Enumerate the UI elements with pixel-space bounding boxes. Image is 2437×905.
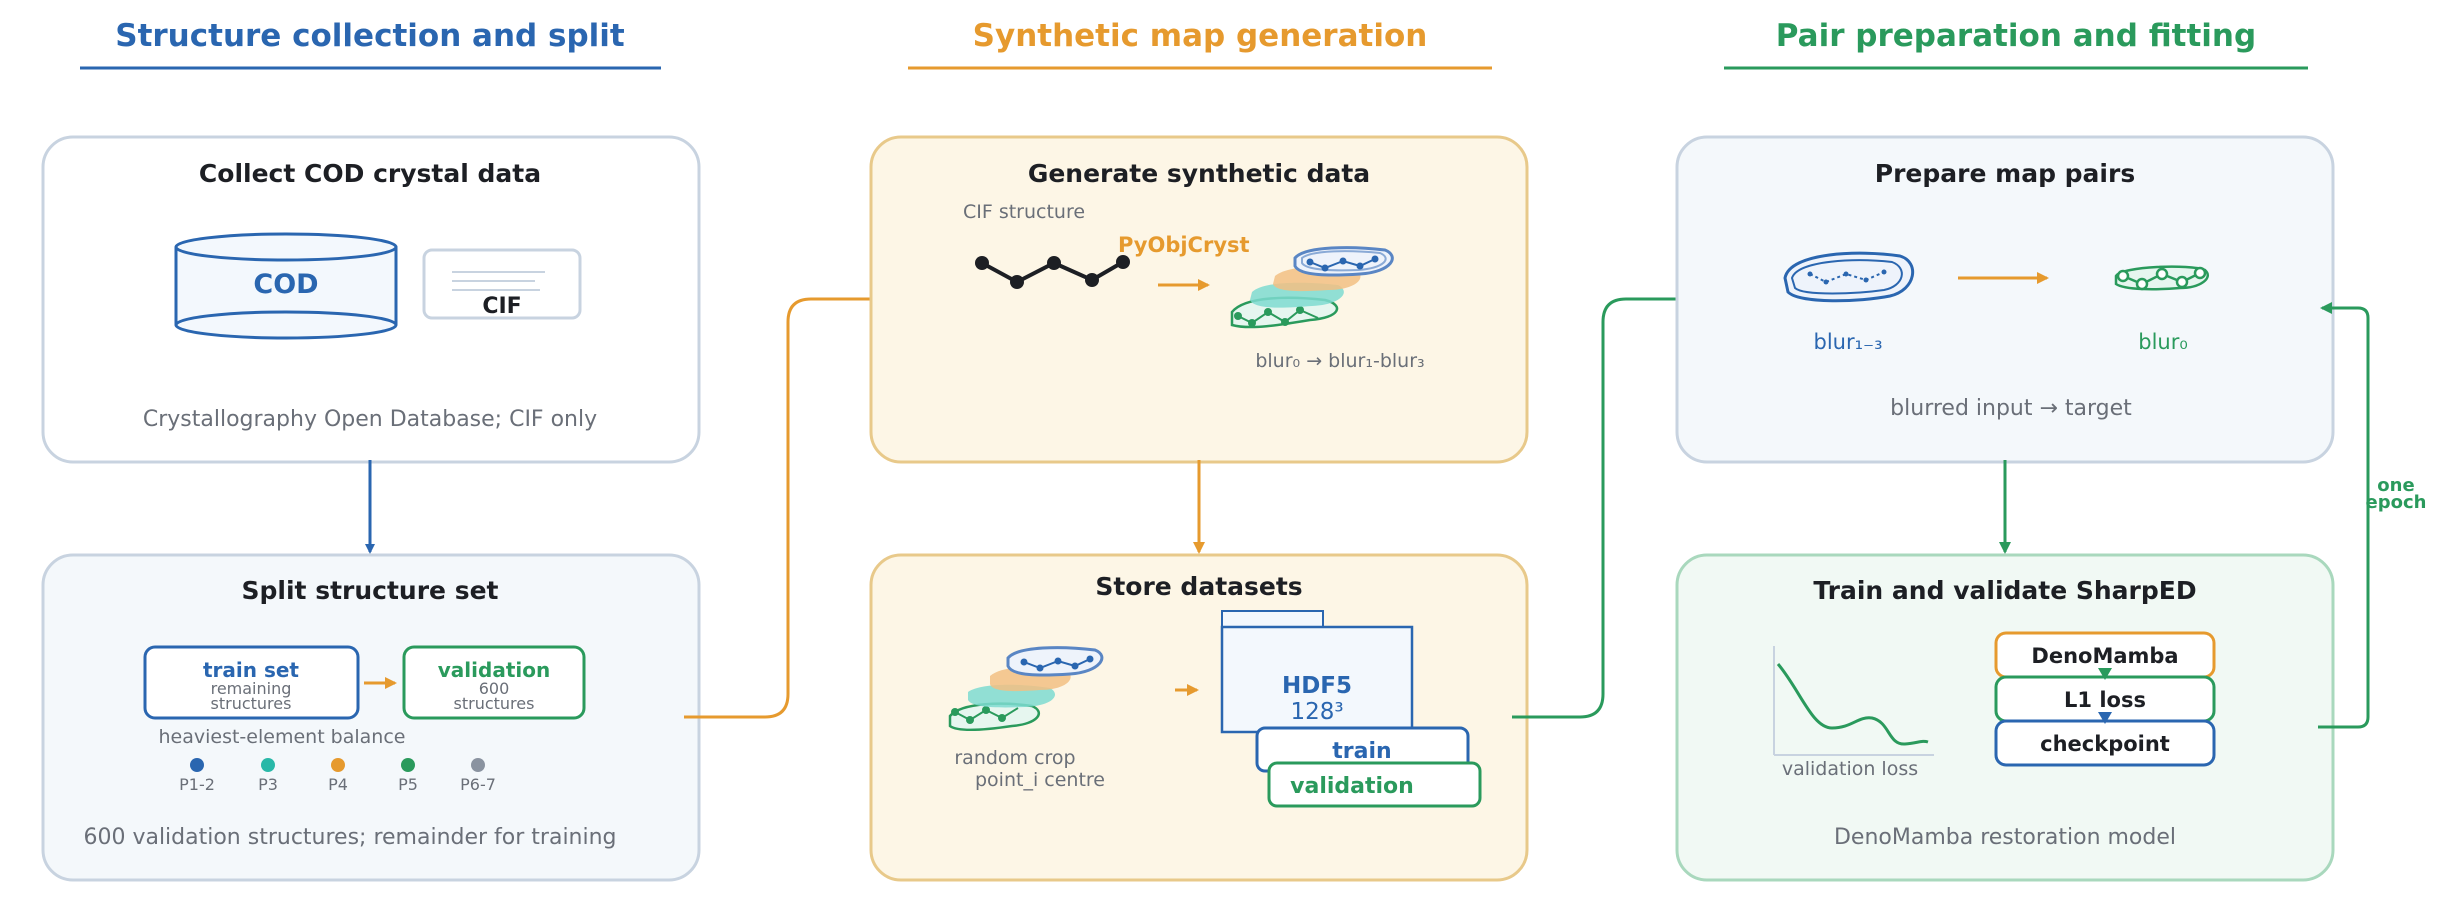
epoch-label-line1: one [2377, 475, 2414, 496]
train-set-line1: remaining [211, 679, 292, 698]
input-label: blur₁₋₃ [1813, 330, 1882, 354]
balance-label: heaviest-element balance [159, 726, 406, 748]
legend-label-p1-2: P1-2 [179, 775, 215, 794]
blur-caption: blur₀ → blur₁-blur₃ [1255, 350, 1424, 372]
hdf5-folder-icon [1220, 610, 1414, 734]
generate-title: Generate synthetic data [1028, 159, 1370, 188]
cif-structure-label: CIF structure [963, 201, 1085, 223]
legend-dot-p1-2 [190, 758, 204, 772]
train-validate-box: Train and validate SharpED validation lo… [1675, 553, 2335, 882]
collect-caption: Crystallography Open Database; CIF only [143, 407, 597, 432]
validation-set-line2: structures [454, 694, 535, 713]
section-title-synthetic: Synthetic map generation [973, 18, 1428, 54]
prepare-box: Prepare map pairs blur₁₋₃ blur₀ blurred … [1675, 135, 2335, 464]
legend-dot-p6-7 [471, 758, 485, 772]
train-dataset-label: train [1332, 739, 1391, 764]
legend-label-p5: P5 [398, 775, 418, 794]
prepare-title: Prepare map pairs [1875, 159, 2135, 188]
split-title: Split structure set [242, 576, 499, 605]
epoch-loop-arrow [2318, 302, 2370, 729]
step-arrow-1 [2098, 668, 2112, 680]
tool-label: PyObjCryst [1118, 233, 1250, 257]
blurred-maps-icon [1230, 246, 1394, 329]
validation-dataset-label: validation [1290, 774, 1414, 799]
target-map-icon [2114, 265, 2209, 291]
validation-set-box [402, 645, 586, 720]
molecule-icon [975, 255, 1130, 289]
blurred-input-icon [1783, 251, 1915, 303]
prepare-caption: blurred input → target [1890, 396, 2132, 421]
generate-box: Generate synthetic data CIF structure Py… [869, 135, 1529, 464]
loss-label: validation loss [1782, 758, 1918, 780]
cif-file-icon [422, 248, 582, 320]
train-set-line2: structures [211, 694, 292, 713]
validation-set-line1: 600 [479, 679, 510, 698]
hdf5-label: HDF5 [1282, 673, 1352, 699]
validation-dataset-box [1267, 761, 1482, 808]
step-checkpoint-label: checkpoint [2040, 732, 2170, 756]
legend-dot-p5 [401, 758, 415, 772]
loss-curve-icon [1773, 646, 1934, 756]
legend-label-p4: P4 [328, 775, 348, 794]
step-arrow-2 [2098, 712, 2112, 724]
train-set-title: train set [203, 658, 299, 682]
legend-dot-p3 [261, 758, 275, 772]
crop-line1: random crop [954, 747, 1075, 769]
section-title-pairs: Pair preparation and fitting [1776, 18, 2256, 54]
volume-size: 128³ [1290, 699, 1343, 725]
section-title-collection: Structure collection and split [115, 18, 625, 54]
collect-title: Collect COD crystal data [199, 159, 541, 188]
crop-line2: point_i centre [975, 769, 1105, 791]
arrow-store-to-prepare [1512, 293, 1690, 719]
legend-label-p6-7: P6-7 [460, 775, 496, 794]
train-validate-caption: DenoMamba restoration model [1834, 825, 2176, 850]
train-set-box [143, 645, 360, 720]
cropped-maps-icon [948, 646, 1104, 732]
legend-label-p3: P3 [258, 775, 278, 794]
database-icon [174, 232, 398, 340]
collect-box: Collect COD crystal data COD CIF Crystal… [41, 135, 701, 464]
store-title: Store datasets [1095, 572, 1302, 601]
target-label: blur₀ [2138, 330, 2188, 354]
cod-label: COD [253, 269, 318, 300]
train-validate-title: Train and validate SharpED [1813, 576, 2196, 605]
validation-set-title: validation [438, 658, 550, 682]
store-box: Store datasets random crop point_i centr… [869, 553, 1529, 882]
step-l1loss-label: L1 loss [2064, 688, 2146, 712]
split-box: Split structure set train set remaining … [41, 553, 701, 882]
cif-label: CIF [482, 294, 521, 319]
epoch-label-line2: epoch [2366, 492, 2427, 513]
arrow-split-to-generate [684, 293, 882, 719]
legend-dot-p4 [331, 758, 345, 772]
split-caption: 600 validation structures; remainder for… [83, 825, 616, 850]
period-legend: P1-2 P3 P4 P5 P6-7 [179, 758, 496, 794]
step-denomamba-label: DenoMamba [2031, 644, 2178, 668]
